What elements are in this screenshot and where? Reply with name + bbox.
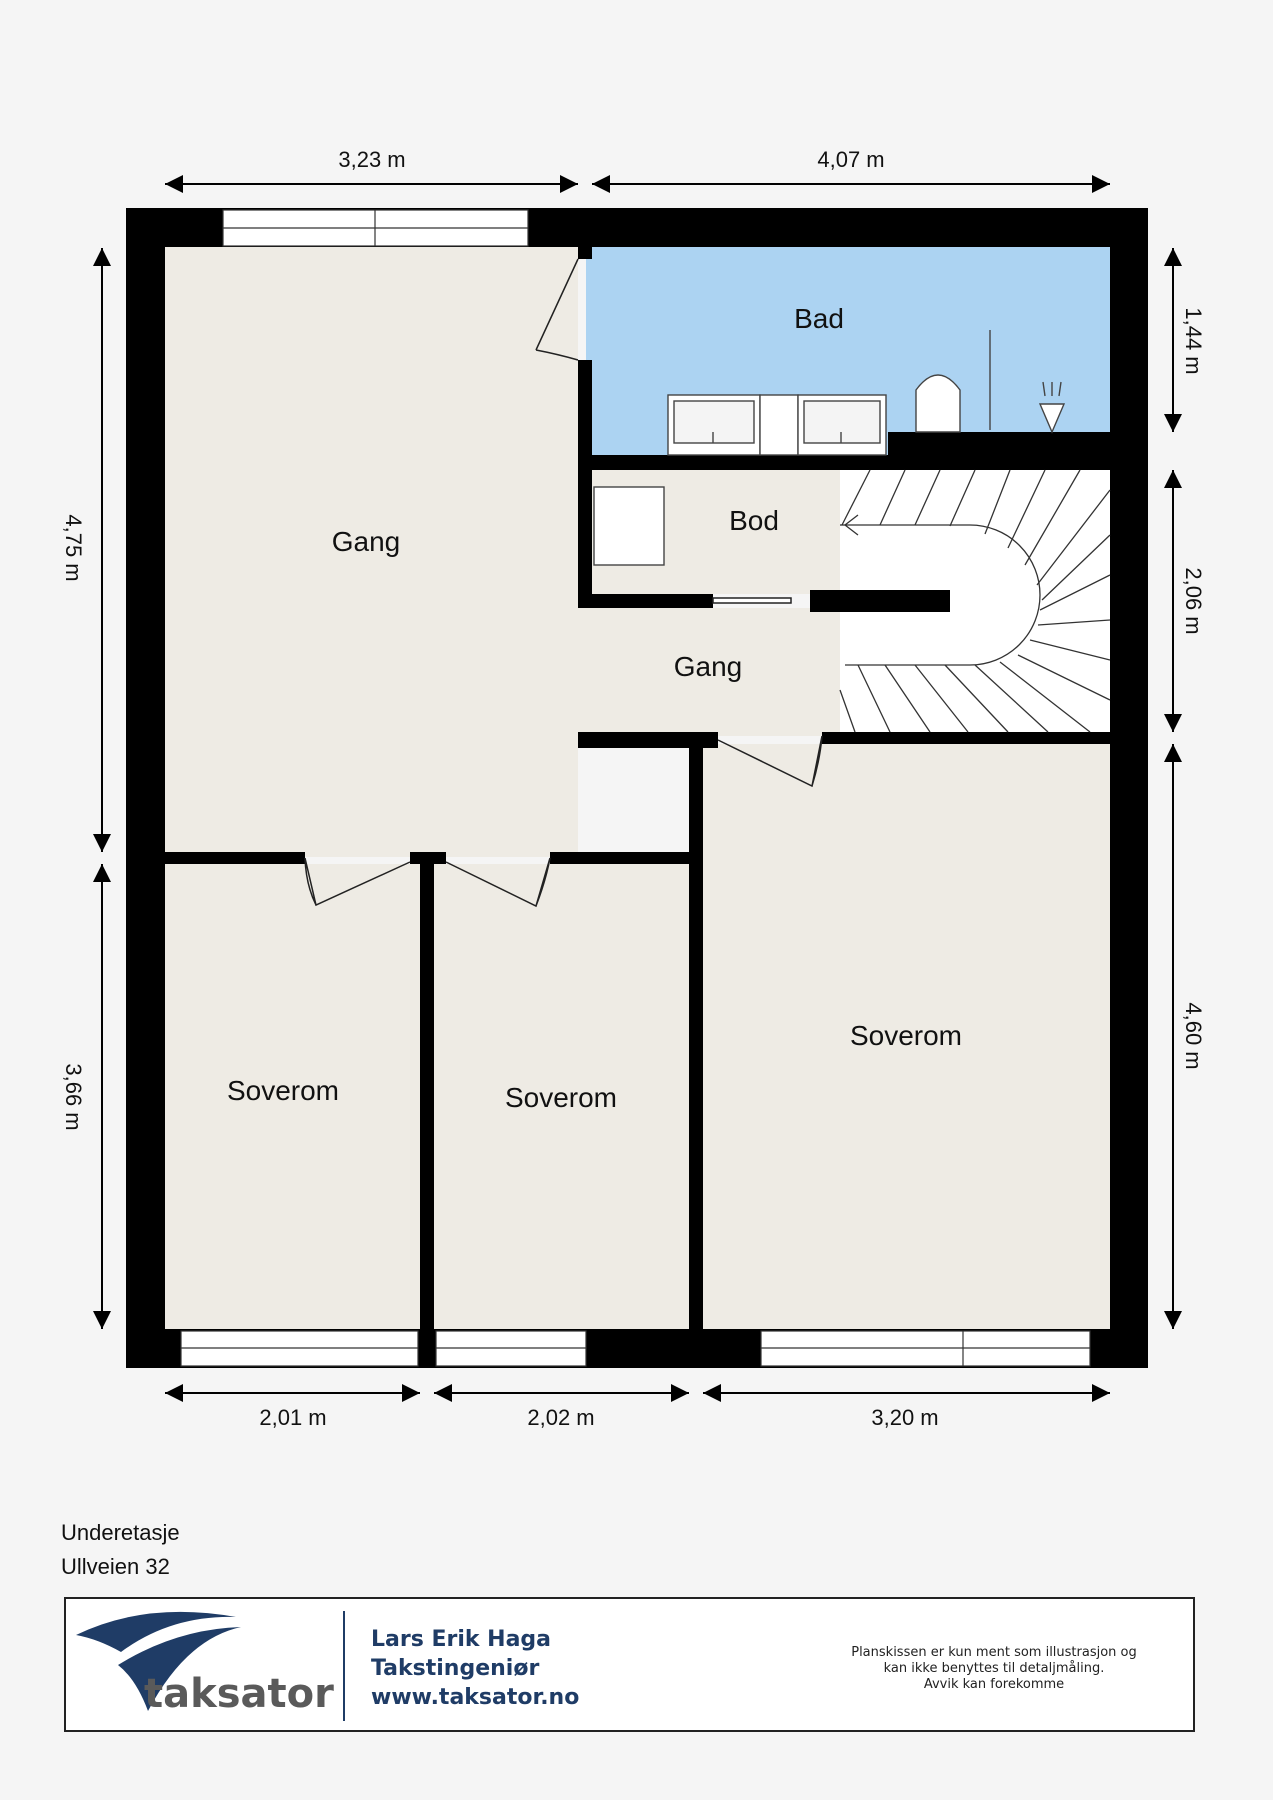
dim-bottom-1: 2,01 m bbox=[259, 1405, 326, 1430]
bedroom-1-floor bbox=[165, 864, 420, 1329]
dimension-labels: 3,23 m 4,07 m 4,75 m 3,66 m 1,44 m 2,06 … bbox=[61, 147, 1206, 1430]
dimension-lines bbox=[93, 175, 1182, 1402]
disclaimer-line: kan ikke benyttes til detaljmåling. bbox=[883, 1661, 1105, 1676]
door-bedroom-3 bbox=[717, 735, 823, 788]
door-bedroom-1 bbox=[304, 857, 411, 907]
wall-bath-left bbox=[578, 360, 592, 608]
room-label-bad: Bad bbox=[794, 303, 844, 334]
disclaimer-line: Planskissen er kun ment som illustrasjon… bbox=[851, 1645, 1137, 1660]
room-label-bedroom-1: Soverom bbox=[227, 1075, 339, 1106]
wall-bath-bottom bbox=[578, 455, 888, 470]
door-bedroom-2 bbox=[445, 857, 551, 908]
logo-text: taksator bbox=[144, 1671, 334, 1717]
bathroom-fixtures bbox=[667, 330, 1066, 456]
logo-swoosh-lower-icon bbox=[118, 1627, 241, 1711]
contact-info: Lars Erik Haga Takstingeniør www.taksato… bbox=[371, 1625, 579, 1712]
sink-counter bbox=[759, 394, 799, 456]
stair-direction-arrow bbox=[843, 514, 859, 536]
footer-box: taksator Lars Erik Haga Takstingeniør ww… bbox=[64, 1597, 1195, 1732]
taksator-logo: taksator bbox=[76, 1611, 334, 1717]
gang-small-floor bbox=[578, 608, 840, 736]
contact-name: Lars Erik Haga bbox=[371, 1627, 552, 1652]
room-label-gang-small: Gang bbox=[674, 651, 743, 682]
contact-title: Takstingeniør bbox=[371, 1656, 540, 1681]
floor-areas bbox=[165, 247, 1110, 1329]
dim-bottom-3: 3,20 m bbox=[871, 1405, 938, 1430]
room-labels: Gang Gang Bad Bod Soverom Soverom Sovero… bbox=[227, 303, 962, 1113]
wall-corridor-left bbox=[165, 852, 305, 864]
dim-right-stairs: 2,06 m bbox=[1181, 567, 1206, 634]
bedroom-3-floor bbox=[703, 744, 1110, 1329]
contact-website[interactable]: www.taksator.no bbox=[371, 1685, 580, 1710]
wall-bath-step bbox=[888, 432, 1110, 470]
dim-bottom-2: 2,02 m bbox=[527, 1405, 594, 1430]
floor-plan: Gang Gang Bad Bod Soverom Soverom Sovero… bbox=[61, 147, 1206, 1430]
windows bbox=[180, 209, 1091, 1367]
disclaimer: Planskissen er kun ment som illustrasjon… bbox=[819, 1645, 1169, 1693]
wall-bath-left-top bbox=[578, 247, 592, 259]
wall-stair-bottom bbox=[822, 732, 1110, 744]
dim-top-right: 4,07 m bbox=[817, 147, 884, 172]
room-label-bod: Bod bbox=[729, 505, 779, 536]
doors bbox=[304, 258, 823, 908]
bedroom-2-floor bbox=[434, 864, 689, 1329]
floor-name: Underetasje bbox=[61, 1520, 180, 1545]
dim-right-lower: 4,60 m bbox=[1181, 1002, 1206, 1069]
room-label-bedroom-2: Soverom bbox=[505, 1082, 617, 1113]
staircase bbox=[810, 469, 1111, 733]
room-label-gang: Gang bbox=[332, 526, 401, 557]
dim-left-lower: 3,66 m bbox=[61, 1063, 86, 1130]
gang-floor bbox=[165, 247, 578, 857]
stair-arc bbox=[845, 524, 1041, 666]
room-label-bedroom-3: Soverom bbox=[850, 1020, 962, 1051]
disclaimer-line: Avvik kan forekomme bbox=[923, 1677, 1065, 1692]
bod-cabinet bbox=[593, 486, 665, 566]
wall-bod-bottom-left bbox=[578, 594, 713, 608]
shower-head bbox=[1038, 403, 1066, 434]
wall-gang-bottom bbox=[578, 732, 718, 748]
wall-right bbox=[1110, 208, 1148, 1368]
wall-bedroom-3-left bbox=[689, 744, 703, 1329]
dim-left-upper: 4,75 m bbox=[61, 514, 86, 581]
dim-top-left: 3,23 m bbox=[338, 147, 405, 172]
door-bod-sliding bbox=[712, 597, 792, 604]
door-bathroom bbox=[535, 258, 579, 361]
wall-left bbox=[126, 208, 165, 1368]
wall-corridor-right bbox=[550, 852, 689, 864]
wall-bedroom-divider bbox=[420, 852, 434, 1329]
toilet bbox=[915, 374, 961, 433]
dim-right-bad: 1,44 m bbox=[1181, 307, 1206, 374]
stair-newel bbox=[810, 590, 950, 612]
footer-divider bbox=[343, 1611, 345, 1721]
logo-swoosh-icon bbox=[76, 1611, 236, 1652]
address: Ullveien 32 bbox=[61, 1554, 170, 1579]
